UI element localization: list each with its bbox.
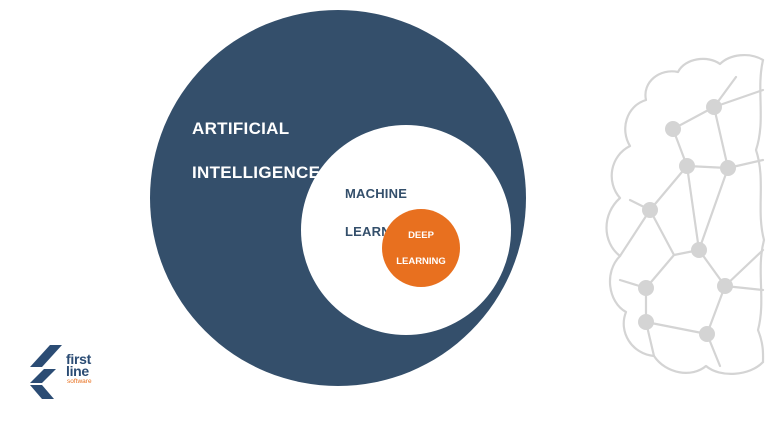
ai-label-line1: ARTIFICIAL: [192, 119, 290, 138]
brain-outer-contour: [605, 54, 765, 375]
brain-node: [638, 280, 654, 296]
brain-node: [665, 121, 681, 137]
brain-network-nodes: [638, 99, 736, 342]
logo-subtext: software: [67, 378, 92, 385]
logo-line1: first: [66, 351, 91, 367]
brain-node: [642, 202, 658, 218]
ml-label-line1: MACHINE: [345, 186, 408, 201]
logo-mark-middle: [30, 369, 56, 383]
brain-node: [717, 278, 733, 294]
brain-outline: [605, 54, 766, 375]
logo-line2: line: [66, 363, 89, 379]
brain-node: [691, 242, 707, 258]
brain-node: [706, 99, 722, 115]
logo-mark-top: [30, 345, 62, 367]
brain-node: [638, 314, 654, 330]
dl-label-line2: LEARNING: [396, 255, 446, 267]
brain-network-icon: [605, 54, 766, 375]
brain-node: [679, 158, 695, 174]
ai-label-line2: INTELLIGENCE: [192, 163, 321, 182]
artificial-intelligence-label: ARTIFICIAL INTELLIGENCE: [192, 96, 320, 206]
brain-node: [720, 160, 736, 176]
deep-learning-label: DEEP LEARNING: [396, 216, 446, 281]
first-line-software-logo[interactable]: first line software: [30, 345, 110, 400]
deep-learning-circle: DEEP LEARNING: [382, 209, 460, 287]
brain-node: [699, 326, 715, 342]
logo-wordmark: first line: [66, 351, 91, 379]
first-line-logo-icon: [30, 345, 62, 399]
logo-mark-bottom: [30, 385, 54, 399]
brain-inner-contour: [754, 58, 766, 364]
dl-label-line1: DEEP: [408, 229, 434, 241]
